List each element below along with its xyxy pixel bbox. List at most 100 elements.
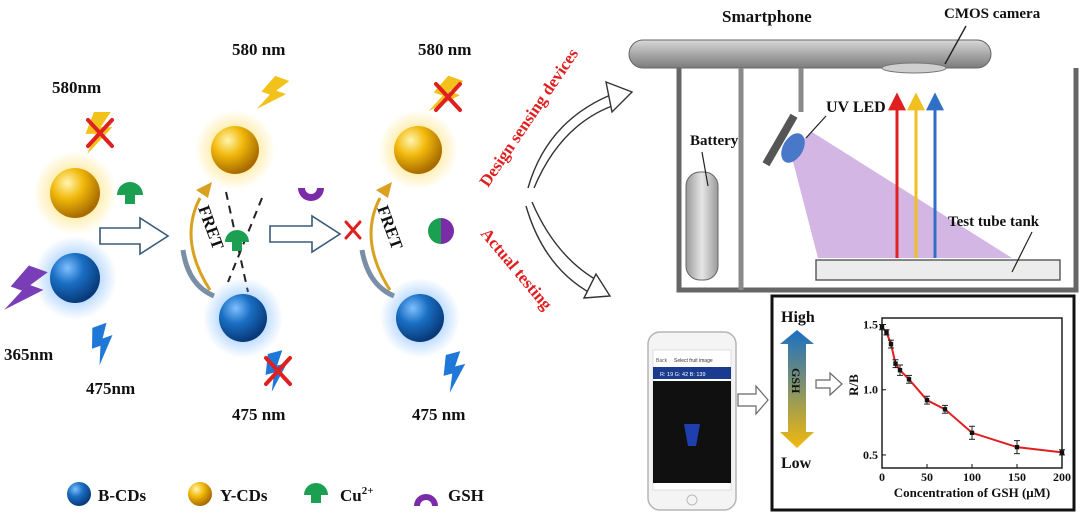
x-tick-label: 200 — [1053, 470, 1071, 484]
uv-led — [781, 133, 805, 163]
fret-label-b: FRET — [194, 203, 228, 253]
panel-gsh: 580 nm FRET 475 nm — [344, 40, 472, 424]
label-475nm-c: 475 nm — [412, 405, 465, 424]
cu-icon — [225, 230, 249, 251]
chart-ylabel: R/B — [846, 374, 861, 396]
data-point — [942, 407, 948, 412]
legend-cu-icon — [304, 483, 328, 503]
chart-axes: 0 50 100 150 200 0.5 1.0 1.5 — [863, 317, 1071, 484]
label-580nm-b: 580 nm — [232, 40, 285, 59]
blue-cd-sphere — [50, 253, 100, 303]
blue-emission-crossed-icon — [260, 349, 294, 393]
sensing-device: Smartphone CMOS camera Battery UV LED Te… — [628, 6, 1079, 293]
result-box — [770, 294, 1076, 512]
data-point — [884, 330, 889, 335]
yellow-cd-sphere — [211, 126, 259, 174]
y-tick-label: 1.5 — [863, 318, 878, 332]
yellow-emission-crossed-icon — [85, 112, 114, 154]
home-button[interactable] — [686, 494, 698, 506]
curved-arrow-down — [525, 201, 612, 299]
step-arrow-2 — [269, 214, 342, 254]
y-tick-label: 0.5 — [863, 448, 878, 462]
scale-to-chart-arrow — [815, 371, 843, 397]
yellow-emission-crossed-icon — [427, 72, 465, 120]
fret-arc — [189, 197, 212, 291]
dash-line — [225, 191, 249, 293]
blue-emission-icon — [438, 350, 472, 394]
smartphone-body — [628, 39, 992, 69]
data-point — [969, 430, 975, 435]
x-tick-label: 0 — [879, 470, 885, 484]
legend-gsh-icon — [414, 494, 438, 506]
scale-gsh: GSH — [789, 368, 803, 394]
yellow-cd-sphere — [394, 126, 442, 174]
smartphone-label: Smartphone — [722, 7, 812, 26]
cmos-label: CMOS camera — [944, 6, 1041, 22]
panel-initial: 580nm 365nm 475nm — [2, 78, 143, 398]
label-475nm-b: 475 nm — [232, 405, 285, 424]
x-tick-label: 50 — [921, 470, 933, 484]
legend-label-ycd: Y-CDs — [220, 486, 268, 505]
label-580nm-c: 580 nm — [418, 40, 471, 59]
uv-light-cone — [790, 132, 1012, 258]
cu-icon — [117, 182, 143, 204]
device-housing — [676, 68, 1079, 293]
tank-label: Test tube tank — [948, 214, 1040, 230]
actual-caption: Actual testing — [477, 224, 557, 314]
phone-back[interactable]: Back — [656, 358, 668, 364]
test-tube-tank — [815, 259, 1061, 281]
cmos-camera — [881, 62, 947, 74]
legend-label-bcd: B-CDs — [98, 486, 147, 505]
legend-blue-sphere — [67, 482, 91, 506]
sample-tube — [684, 424, 700, 446]
color-scale: High GSH Low — [780, 309, 815, 472]
step-arrow-1 — [99, 216, 170, 256]
fret-arc-shadow — [180, 249, 216, 299]
label-580nm-a: 580nm — [52, 78, 101, 97]
phone-header: Select fruit image — [674, 358, 713, 364]
data-point — [924, 397, 930, 403]
legend: B-CDs Y-CDs Cu2+ GSH — [67, 482, 484, 506]
legend-label-cu: Cu2+ — [340, 485, 374, 505]
uv-led-holder — [762, 113, 798, 167]
chart-marks — [879, 324, 1065, 456]
label-365nm: 365nm — [4, 345, 53, 364]
uv-led-label: UV LED — [826, 99, 886, 116]
battery-label: Battery — [690, 133, 739, 149]
design-caption: Design sensing devices — [476, 45, 583, 191]
x-tick-label: 100 — [963, 470, 981, 484]
fret-label-c: FRET — [373, 203, 407, 253]
scale-high: High — [781, 309, 815, 326]
data-point — [893, 361, 898, 366]
blue-cd-sphere — [219, 294, 267, 342]
gsh-chart: 0 50 100 150 200 0.5 1.0 1.5 Concentration of G… — [846, 317, 1071, 500]
blue-emission-icon — [85, 322, 121, 366]
scale-arrow — [780, 330, 814, 448]
data-point — [879, 324, 885, 330]
legend-yellow-sphere — [188, 482, 212, 506]
yellow-emission-icon — [255, 73, 291, 117]
phone-screen: Back Select fruit image R: 19 G: 42 B: 1… — [647, 331, 737, 511]
data-point — [888, 341, 894, 347]
phone-to-scale-arrow — [737, 384, 769, 416]
rgb-bar — [653, 367, 731, 379]
data-point — [1014, 444, 1020, 450]
label-475nm-a: 475nm — [86, 379, 135, 398]
battery-icon — [685, 171, 719, 281]
gsh-icon — [298, 188, 324, 201]
data-point — [1059, 450, 1065, 455]
chart-frame — [881, 317, 1063, 469]
y-tick-label: 1.0 — [863, 383, 878, 397]
x-tick-label: 150 — [1008, 470, 1026, 484]
data-point — [897, 367, 903, 373]
curved-arrow-up — [527, 80, 634, 189]
yellow-cd-sphere — [50, 168, 100, 218]
cu-gsh-complex-icon — [428, 218, 454, 244]
legend-label-gsh: GSH — [448, 486, 484, 505]
chart-xlabel: Concentration of GSH (μM) — [894, 485, 1051, 500]
blue-cd-sphere — [396, 294, 444, 342]
fret-blocked-mark — [344, 220, 362, 240]
rgb-readout: R: 19 G: 42 B: 139 — [660, 372, 706, 378]
data-point — [906, 377, 912, 382]
